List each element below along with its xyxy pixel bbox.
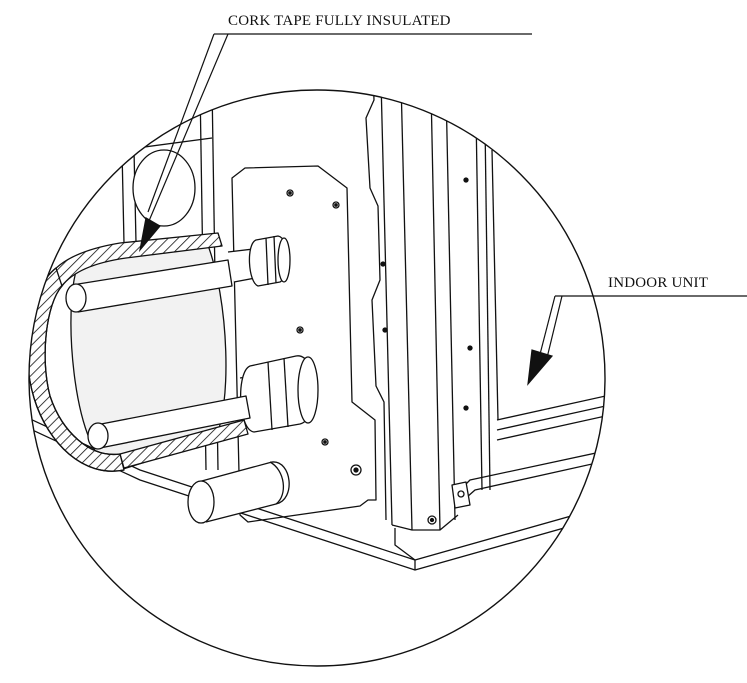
cork-tape-label: CORK TAPE FULLY INSULATED [228, 13, 451, 29]
cork-tape-leader [138, 33, 532, 253]
unit-front-face [451, 119, 605, 509]
magnified-detail [29, 90, 605, 571]
access-hole [132, 149, 196, 227]
indoor-unit-leader [527, 295, 747, 386]
insulation-sleeve [29, 232, 251, 472]
drain-pipe [187, 461, 290, 524]
lower-pipe [239, 355, 319, 433]
indoor-unit-label: INDOOR UNIT [608, 275, 709, 291]
magnifier-outline [28, 89, 606, 667]
upper-pipe [227, 235, 291, 287]
